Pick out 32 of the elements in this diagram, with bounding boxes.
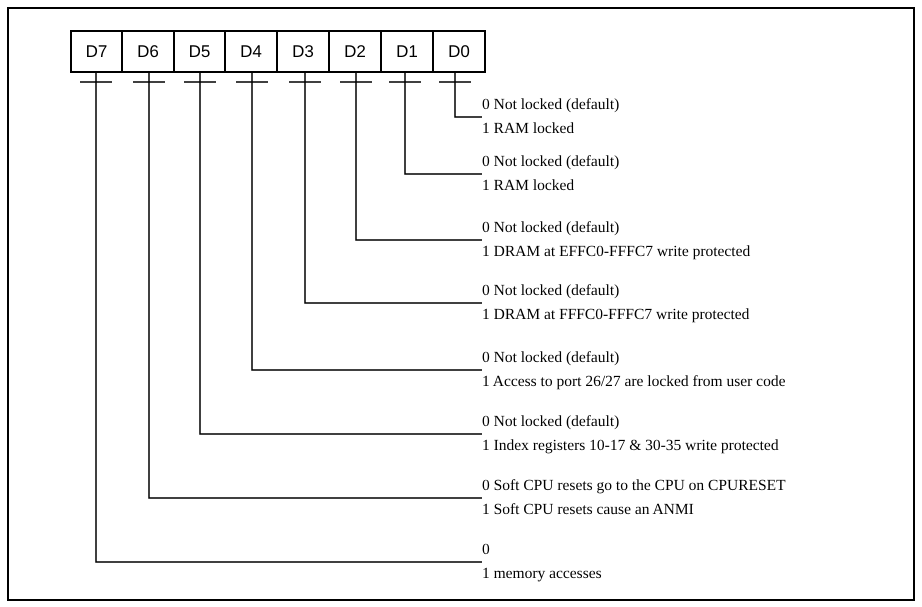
bit-value-description: 1 Access to port 26/27 are locked from user code: [482, 372, 786, 392]
leader-line: [304, 73, 482, 304]
register-bit-cell: D2: [328, 30, 382, 73]
bit-value-description: 0 Soft CPU resets go to the CPU on CPURESET: [482, 476, 786, 496]
leader-line: [404, 73, 482, 175]
leader-line: [95, 73, 482, 563]
register-bit-cell: D7: [70, 30, 123, 73]
bit-value-description: 0 Not locked (default): [482, 412, 620, 432]
bit-value-description: 0: [482, 540, 490, 560]
bit-value-description: 0 Not locked (default): [482, 281, 620, 301]
leader-line: [454, 73, 482, 118]
register-bit-cell: D6: [121, 30, 175, 73]
bit-value-description: 0 Not locked (default): [482, 348, 620, 368]
bit-value-description: 0 Not locked (default): [482, 152, 620, 172]
bit-value-description: 1 RAM locked: [482, 119, 574, 139]
register-bit-cell: D5: [173, 30, 226, 73]
bit-value-description: 0 Not locked (default): [482, 218, 620, 238]
leader-line: [251, 73, 482, 371]
register-bit-cell: D1: [380, 30, 434, 73]
bit-value-description: 0 Not locked (default): [482, 95, 620, 115]
leader-line: [148, 73, 482, 499]
bit-value-description: 1 DRAM at FFFC0-FFFC7 write protected: [482, 305, 750, 325]
bit-value-description: 1 memory accesses: [482, 564, 602, 584]
register-bit-cell: D0: [432, 30, 486, 73]
bit-value-description: 1 DRAM at EFFC0-FFFC7 write protected: [482, 242, 750, 262]
leader-line: [199, 73, 482, 435]
bit-value-description: 1 RAM locked: [482, 176, 574, 196]
register-bit-cell: D3: [276, 30, 330, 73]
leader-line: [355, 73, 482, 241]
bit-value-description: 1 Soft CPU resets cause an ANMI: [482, 500, 694, 520]
bit-value-description: 1 Index registers 10-17 & 30-35 write protected: [482, 436, 779, 456]
register-bit-cell: D4: [224, 30, 278, 73]
